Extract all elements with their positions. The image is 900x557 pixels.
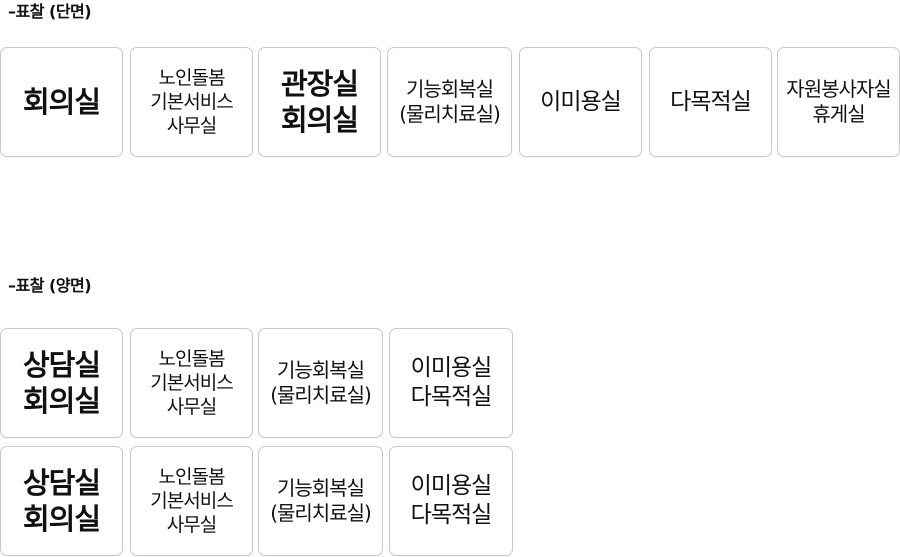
sign-text: 이미용실	[410, 355, 493, 381]
sign-text: 기능회복실	[406, 77, 494, 101]
sign-card: 다목적실	[649, 47, 772, 157]
sign-text: 사무실	[166, 396, 217, 418]
sign-text: 회의실	[280, 103, 359, 137]
sign-text: 이미용실	[410, 473, 493, 499]
sign-card: 관장실 회의실	[258, 47, 381, 157]
sign-card: 이미용실	[519, 47, 642, 157]
sign-text: 기본서비스	[150, 91, 233, 113]
sign-text: (물리치료실)	[399, 102, 501, 126]
sign-text: (물리치료실)	[270, 383, 372, 407]
sign-card: 회의실	[0, 47, 123, 157]
sign-card: 상담실 회의실	[0, 328, 123, 438]
sign-text: 노인돌봄	[158, 67, 226, 89]
sign-text: 회의실	[22, 85, 101, 119]
section-title-single-sided: –표찰 (단면)	[8, 2, 92, 21]
section-title-double-sided: –표찰 (양면)	[8, 276, 92, 295]
sign-text: 휴게실	[812, 102, 865, 126]
sign-text: 이미용실	[540, 88, 622, 115]
sign-card: 노인돌봄 기본서비스 사무실	[130, 47, 253, 157]
sign-text: 다목적실	[670, 88, 752, 115]
sign-card: 기능회복실 (물리치료실)	[258, 328, 383, 438]
sign-text: 기능회복실	[277, 476, 365, 500]
sign-text: 회의실	[22, 502, 101, 536]
sign-text: 노인돌봄	[158, 348, 226, 370]
sign-text: 회의실	[22, 384, 101, 418]
sign-card: 이미용실 다목적실	[389, 446, 513, 556]
sign-text: 다목적실	[410, 502, 493, 528]
sign-text: 자원봉사자실	[786, 77, 891, 101]
sign-text: 기본서비스	[150, 372, 233, 394]
sign-text: 상담실	[22, 466, 101, 500]
sign-text: 기본서비스	[150, 490, 233, 512]
sign-text: 관장실	[280, 67, 359, 101]
sign-text: (물리치료실)	[270, 501, 372, 525]
sign-text: 사무실	[166, 115, 217, 137]
sign-card: 기능회복실 (물리치료실)	[258, 446, 383, 556]
sign-text: 다목적실	[410, 384, 493, 410]
sign-text: 기능회복실	[277, 358, 365, 382]
sign-text: 노인돌봄	[158, 466, 226, 488]
sign-card: 자원봉사자실 휴게실	[777, 47, 900, 157]
sign-card: 이미용실 다목적실	[389, 328, 513, 438]
sign-card: 노인돌봄 기본서비스 사무실	[130, 328, 253, 438]
sign-text: 사무실	[166, 514, 217, 536]
sign-card: 상담실 회의실	[0, 446, 123, 556]
sign-card: 기능회복실 (물리치료실)	[387, 47, 512, 157]
sign-text: 상담실	[22, 348, 101, 382]
sign-card: 노인돌봄 기본서비스 사무실	[130, 446, 253, 556]
